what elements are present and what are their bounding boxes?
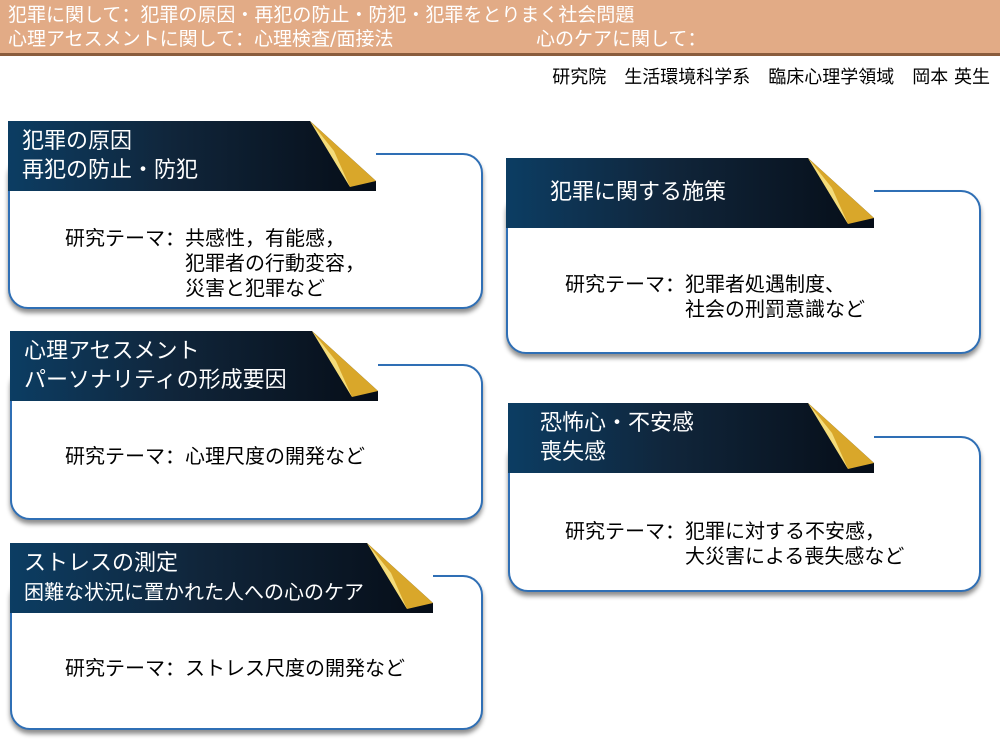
theme-values: 共感性，有能感， 犯罪者の行動変容， 災害と犯罪など <box>185 226 365 301</box>
folded-corner-icon <box>312 331 378 397</box>
theme-value: 災害と犯罪など <box>185 276 325 300</box>
label-line: パーソナリティの形成要因 <box>24 368 287 393</box>
label-line: 再犯の防止・防犯 <box>22 158 199 183</box>
theme-crime-policy: 研究テーマ： 犯罪者処遇制度、 社会の刑罰意識など <box>565 272 865 322</box>
theme-values: 犯罪に対する不安感， 大災害による喪失感など <box>685 519 904 569</box>
label-line: 犯罪の原因 <box>22 129 133 154</box>
theme-values: 犯罪者処遇制度、 社会の刑罰意識など <box>685 272 865 322</box>
theme-values: ストレス尺度の開発など <box>185 656 405 681</box>
theme-key: 研究テーマ： <box>565 519 685 543</box>
folded-corner-icon <box>808 158 874 224</box>
theme-key: 研究テーマ： <box>65 444 185 468</box>
header-banner: 犯罪に関して：犯罪の原因・再犯の防止・防犯・犯罪をとりまく社会問題 心理アセスメ… <box>0 0 1000 56</box>
label-fear-anxiety: 恐怖心・不安感 喪失感 <box>508 403 874 473</box>
label-line: 犯罪に関する施策 <box>550 180 727 205</box>
theme-key: 研究テーマ： <box>65 656 185 680</box>
theme-value: 大災害による喪失感など <box>685 544 905 568</box>
label-line: 恐怖心・不安感 <box>540 411 695 436</box>
theme-psych-assessment: 研究テーマ： 心理尺度の開発など <box>65 444 365 469</box>
label-line: 喪失感 <box>540 440 607 465</box>
label-psych-assessment: 心理アセスメント パーソナリティの形成要因 <box>10 331 378 401</box>
folded-corner-icon <box>367 543 433 609</box>
header-line-crime: 犯罪に関して：犯罪の原因・再犯の防止・防犯・犯罪をとりまく社会問題 <box>8 4 635 26</box>
theme-value: 犯罪者の行動変容， <box>185 251 365 275</box>
theme-key: 研究テーマ： <box>65 226 185 250</box>
theme-fear-anxiety: 研究テーマ： 犯罪に対する不安感， 大災害による喪失感など <box>565 519 904 569</box>
theme-value: 社会の刑罰意識など <box>685 297 865 321</box>
folded-corner-icon <box>310 121 376 187</box>
label-crime-policy: 犯罪に関する施策 <box>506 158 874 228</box>
theme-stress-measurement: 研究テーマ： ストレス尺度の開発など <box>65 656 405 681</box>
header-assessment-text: 心理アセスメントに関して：心理検査/面接法 <box>8 28 394 50</box>
label-line: 心理アセスメント <box>24 339 200 364</box>
theme-value: ストレス尺度の開発など <box>185 656 405 680</box>
affiliation: 研究院 生活環境科学系 臨床心理学領域 岡本 英生 <box>552 67 990 88</box>
theme-value: 共感性，有能感， <box>185 226 345 250</box>
theme-key: 研究テーマ： <box>565 272 685 296</box>
theme-crime-causes: 研究テーマ： 共感性，有能感， 犯罪者の行動変容， 災害と犯罪など <box>65 226 365 301</box>
label-crime-causes: 犯罪の原因 再犯の防止・防犯 <box>8 121 376 191</box>
label-stress-measurement: ストレスの測定 困難な状況に置かれた人への心のケア <box>10 543 433 613</box>
header-care-text: 心のケアに関して： <box>536 28 707 50</box>
theme-values: 心理尺度の開発など <box>185 444 365 469</box>
label-line: 困難な状況に置かれた人への心のケア <box>24 580 364 604</box>
theme-value: 犯罪者処遇制度、 <box>685 272 845 296</box>
theme-value: 心理尺度の開発など <box>185 444 365 468</box>
label-line: ストレスの測定 <box>24 551 179 576</box>
header-line-assessment: 心理アセスメントに関して：心理検査/面接法 心のケアに関して： <box>8 27 992 51</box>
folded-corner-icon <box>808 403 874 469</box>
theme-value: 犯罪に対する不安感， <box>685 519 885 543</box>
